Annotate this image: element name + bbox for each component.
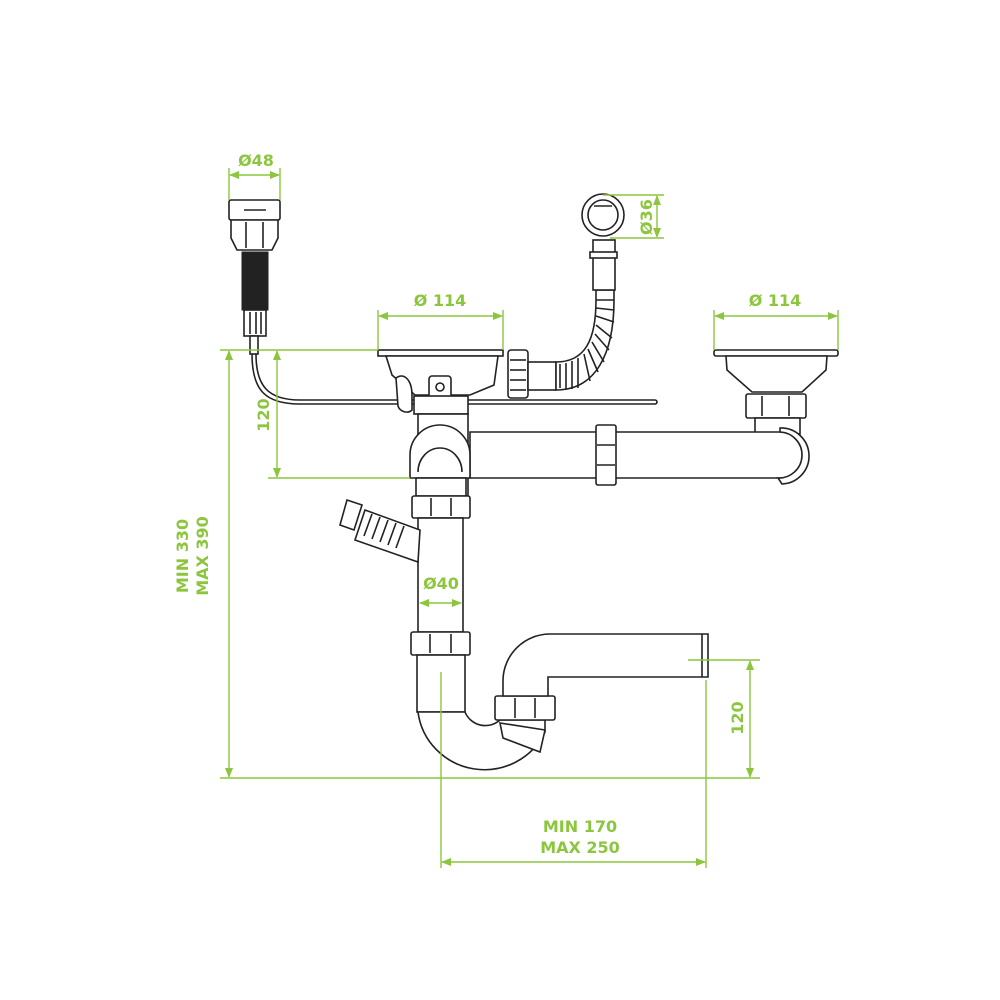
left-strainer-basket [377,349,504,415]
dim-pipe-diameter: Ø40 [419,574,462,607]
right-strainer-basket [713,349,839,419]
popup-cable [251,353,658,405]
connecting-pipe [469,417,810,486]
outlet-length-min-label: MIN 170 [543,817,617,836]
dim-popup-diameter: Ø48 [228,151,281,200]
overflow-assembly [507,193,625,399]
popup-diameter-label: Ø48 [238,151,274,170]
dim-overflow-diameter: Ø36 [603,194,664,239]
outlet-length-max-label: MAX 250 [540,838,620,857]
right-basket-diameter-label: Ø 114 [749,291,802,310]
dim-trap-outlet-height: 120 [688,659,760,778]
trap-outlet-height-label: 120 [728,701,747,734]
overflow-diameter-label: Ø36 [637,199,656,235]
corrugated-hose-ribs [559,299,615,389]
center-tee-and-pipe [339,413,471,656]
total-height-max-label: MAX 390 [193,516,212,596]
connector-height-label: 120 [254,398,273,431]
dim-total-height: MIN 330 MAX 390 [173,349,760,779]
left-basket-diameter-label: Ø 114 [414,291,467,310]
popup-knob [228,199,281,355]
dim-right-basket: Ø 114 [713,291,839,350]
dim-connector-height: 120 [254,350,410,479]
dim-left-basket: Ø 114 [377,291,504,350]
pipe-diameter-label: Ø40 [423,574,459,593]
bottle-trap-u-bend [416,633,709,771]
total-height-min-label: MIN 330 [173,519,192,593]
dim-outlet-length: MIN 170 MAX 250 [440,672,707,868]
